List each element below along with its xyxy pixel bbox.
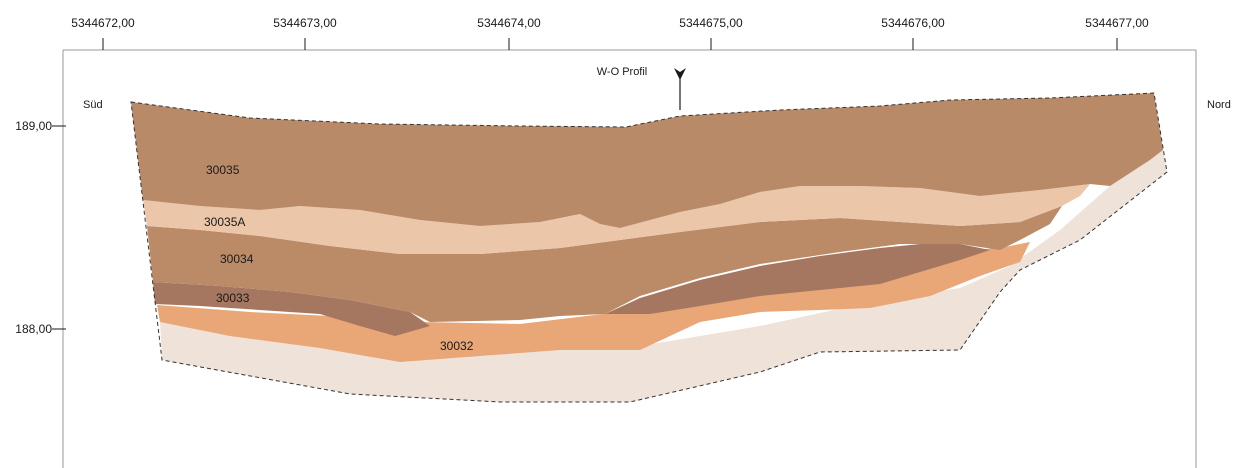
profile-marker: W-O Profil	[597, 66, 686, 110]
layer-30033	[153, 282, 430, 336]
side-label-left: Süd	[83, 99, 103, 111]
layer-label: 30035	[206, 163, 240, 177]
x-tick-label: 5344673,00	[273, 16, 337, 30]
x-tick-label: 5344676,00	[881, 16, 945, 30]
layer-30035	[131, 93, 1163, 228]
side-label-right: Nord	[1207, 99, 1231, 111]
profile-outline	[130, 92, 1168, 403]
x-tick-label: 5344675,00	[679, 16, 743, 30]
y-tick-label: 189,00	[15, 119, 52, 133]
layer-base	[160, 150, 1167, 402]
arrow-down-icon	[674, 68, 686, 80]
layer-label: 30032	[440, 339, 474, 353]
layer-30034	[147, 206, 1062, 322]
profile-title: W-O Profil	[597, 66, 648, 78]
x-tick-label: 5344677,00	[1085, 16, 1149, 30]
layer-label: 30035A	[204, 215, 245, 229]
layer-label: 30034	[220, 252, 254, 266]
layer-30033-east	[605, 244, 990, 314]
y-tick-label: 188,00	[15, 322, 52, 336]
y-axis: 189,00 188,00	[15, 119, 66, 336]
layer-label: 30033	[216, 291, 250, 305]
layer-labels: 30035 30035A 30034 30033 30032	[204, 163, 474, 353]
x-axis: 5344672,00 5344673,00 5344674,00 5344675…	[71, 16, 1149, 50]
layer-30035A	[143, 184, 1090, 254]
drawing-frame	[62, 49, 1197, 468]
x-tick-label: 5344674,00	[477, 16, 541, 30]
soil-layers	[130, 92, 1168, 403]
x-tick-label: 5344672,00	[71, 16, 135, 30]
